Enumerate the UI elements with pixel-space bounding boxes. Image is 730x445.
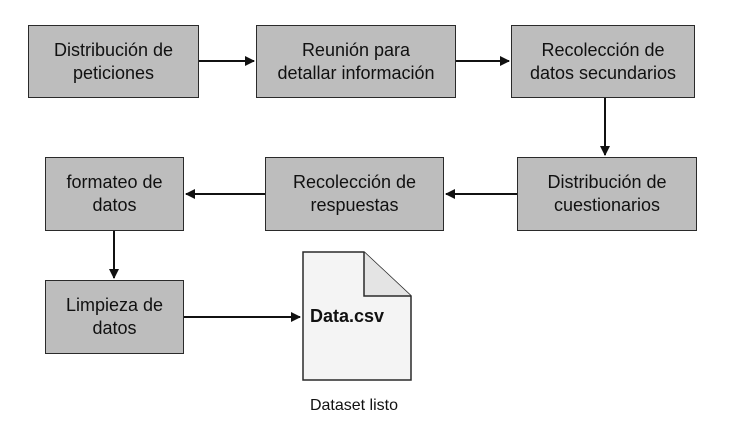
- step-reunion: Reunión para detallar información: [256, 25, 456, 98]
- step-distribucion-peticiones: Distribución de peticiones: [28, 25, 199, 98]
- step-label-line2: respuestas: [310, 195, 399, 215]
- step-label-line1: Distribución de: [53, 39, 174, 60]
- step-label-line1: Limpieza de: [65, 295, 164, 315]
- step-label-line2: detallar información: [277, 62, 435, 83]
- step-limpieza: Limpieza de datos: [45, 280, 184, 354]
- step-label-line2: cuestionarios: [553, 195, 661, 215]
- document-icon: [302, 251, 412, 381]
- step-distribucion-cuestionarios: Distribución de cuestionarios: [517, 157, 697, 231]
- step-recoleccion-respuestas: Recolección de respuestas: [265, 157, 444, 231]
- step-formateo: formateo de datos: [45, 157, 184, 231]
- step-label-line1: Recolección de: [292, 172, 417, 192]
- step-label-line2: datos: [92, 195, 137, 215]
- step-label-line1: Recolección de: [541, 39, 665, 60]
- step-label-line2: peticiones: [72, 62, 155, 83]
- step-label-line1: Distribución de: [547, 172, 667, 192]
- step-label-line1: Reunión para: [301, 39, 411, 60]
- step-label-line2: datos: [92, 318, 137, 338]
- step-label-line1: formateo de: [66, 172, 163, 192]
- output-file-name: Data.csv: [309, 306, 385, 326]
- step-recoleccion-secundarios: Recolección de datos secundarios: [511, 25, 695, 98]
- output-caption: Dataset listo: [309, 397, 399, 414]
- step-label-line2: datos secundarios: [529, 62, 677, 83]
